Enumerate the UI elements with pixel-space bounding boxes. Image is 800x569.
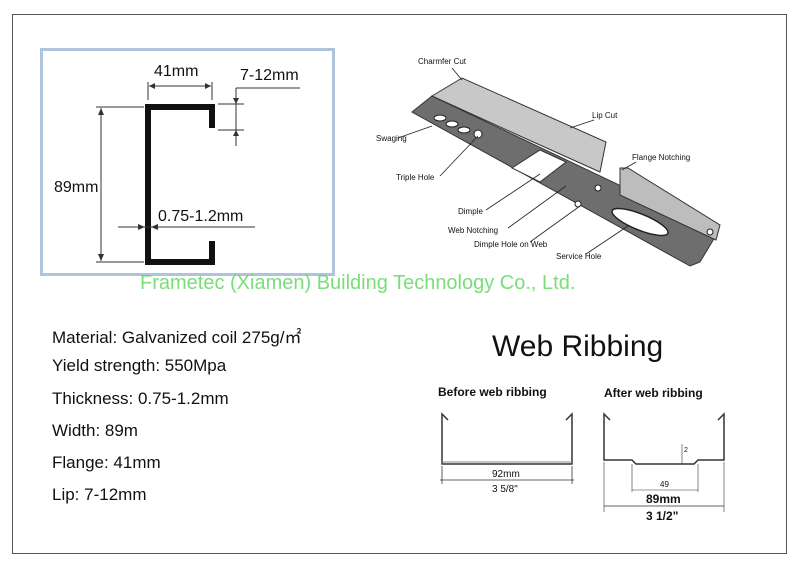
spec-material: Material: Galvanized coil 275g/㎡: [52, 328, 302, 347]
lip-dim-label: 7-12mm: [240, 67, 299, 84]
company-watermark: Frametec (Xiamen) Building Technology Co…: [140, 272, 576, 294]
before-ribbing-label: Before web ribbing: [438, 385, 547, 399]
callout-lip-cut: Lip Cut: [592, 111, 618, 120]
before-ribbing-section: [441, 412, 573, 465]
stud-top-flange: [430, 77, 607, 173]
after-rib-depth: 2: [684, 447, 688, 454]
web-notch: [510, 149, 567, 183]
spec-flange: Flange: 41mm: [52, 453, 161, 472]
thickness-dim-label: 0.75-1.2mm: [158, 208, 243, 225]
callout-swaging: Swaging: [376, 134, 407, 143]
spec-thickness: Thickness: 0.75-1.2mm: [52, 389, 229, 408]
after-ribbing-label: After web ribbing: [604, 386, 703, 400]
callout-flange-notching: Flange Notching: [632, 153, 690, 162]
after-inner-width: 49: [660, 480, 669, 489]
spec-width: Width: 89m: [52, 421, 138, 440]
outer-frame: [12, 14, 787, 554]
spec-yield-strength: Yield strength: 550Mpa: [52, 356, 227, 375]
after-ribbing-section: [603, 412, 725, 465]
before-width-in: 3 5/8": [492, 484, 518, 495]
before-width-mm: 92mm: [492, 469, 520, 480]
web-dim-label: 89mm: [54, 179, 98, 196]
callout-dimple-hole-on-web: Dimple Hole on Web: [474, 240, 548, 249]
c-section-shape: [145, 104, 215, 265]
callout-service-hole: Service Hole: [556, 252, 602, 261]
web-ribbing-title: Web Ribbing: [492, 330, 664, 363]
callout-dimple: Dimple: [458, 207, 483, 216]
after-width-in: 3 1/2": [646, 509, 678, 523]
callout-triple-hole: Triple Hole: [396, 173, 435, 182]
stud-lower-flange: [619, 167, 721, 241]
after-width-mm: 89mm: [646, 492, 681, 506]
callout-web-notching: Web Notching: [448, 226, 498, 235]
service-hole: [611, 207, 669, 237]
spec-lip: Lip: 7-12mm: [52, 485, 147, 504]
flange-dim-label: 41mm: [154, 63, 198, 80]
callout-charmfer-cut: Charmfer Cut: [418, 57, 467, 66]
